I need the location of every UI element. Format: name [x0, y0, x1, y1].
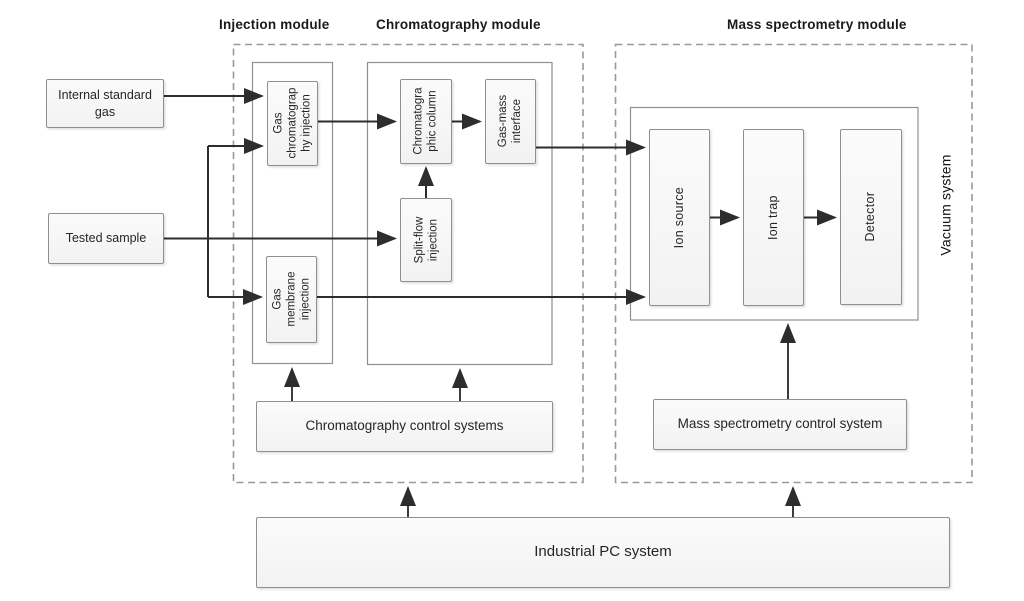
mass-spectrometry-control-system-label: Mass spectrometry control system: [677, 416, 883, 432]
node-chromatographic-column: Chromatogra phic column: [400, 79, 452, 164]
node-internal-standard-gas: Internal standard gas: [46, 79, 164, 128]
vacuum-system-label: Vacuum system: [938, 154, 954, 256]
ion-trap-label: Ion trap: [765, 195, 780, 240]
detector-label: Detector: [863, 192, 878, 242]
tested-sample-label: Tested sample: [65, 231, 147, 246]
ion-source-label: Ion source: [671, 186, 686, 249]
node-gc-injection: Gas chromatograp hy injection: [267, 81, 318, 166]
gas-mass-interface-label: Gas-mass interface: [497, 95, 524, 148]
injection-module-title: Injection module: [219, 17, 330, 32]
node-gas-membrane-injection: Gas membrane injection: [266, 256, 317, 343]
node-ion-source: Ion source: [649, 129, 710, 306]
node-chromatography-control-systems: Chromatography control systems: [256, 401, 553, 452]
industrial-pc-system-label: Industrial PC system: [534, 543, 672, 561]
chromatography-module-title: Chromatography module: [376, 17, 541, 32]
chromatographic-column-label: Chromatogra phic column: [412, 87, 439, 156]
mass-spectrometry-module-title: Mass spectrometry module: [727, 17, 907, 32]
node-detector: Detector: [840, 129, 902, 305]
node-mass-spectrometry-control-system: Mass spectrometry control system: [653, 399, 907, 450]
internal-standard-gas-label: Internal standard gas: [58, 87, 152, 119]
gas-membrane-injection-label: Gas membrane injection: [271, 272, 312, 327]
node-gas-mass-interface: Gas-mass interface: [485, 79, 536, 164]
node-ion-trap: Ion trap: [743, 129, 804, 306]
vacuum-system-label-container: Vacuum system: [916, 135, 976, 275]
chromatography-control-systems-label: Chromatography control systems: [305, 418, 504, 434]
mass-spectrometry-module-frame: [614, 43, 973, 484]
node-tested-sample: Tested sample: [48, 213, 164, 264]
node-industrial-pc-system: Industrial PC system: [256, 517, 950, 588]
node-split-flow-injection: Split-flow injection: [400, 198, 452, 282]
split-flow-injection-label: Split-flow injection: [412, 216, 439, 264]
injection-chromatography-module-frame: [232, 43, 584, 484]
gc-injection-label: Gas chromatograp hy injection: [272, 88, 313, 159]
